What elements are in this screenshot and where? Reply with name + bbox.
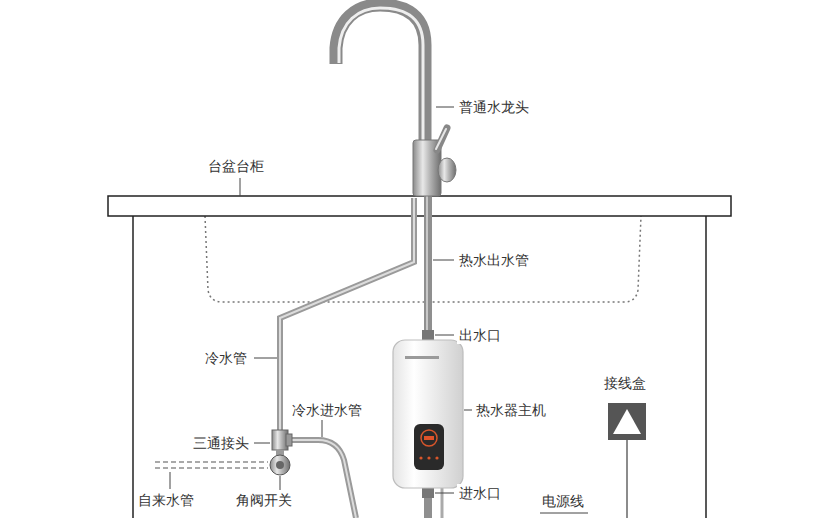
hot-pipe (424, 196, 432, 334)
faucet-neck (339, 8, 423, 145)
cold-inlet-pipe (284, 440, 356, 518)
part-label: 热水器主机 (474, 401, 548, 419)
part-label: 进水口 (457, 484, 503, 502)
display-digits (424, 436, 434, 440)
hot-pipe (426, 196, 428, 334)
heater-display (414, 424, 444, 470)
cabinet-side (705, 216, 707, 518)
part-label: 台盆台柜 (206, 157, 266, 175)
junction-box (608, 403, 646, 440)
inlet-pipe (424, 498, 432, 518)
part-label: 电源线 (540, 492, 586, 510)
part-label: 三通接头 (191, 434, 251, 452)
cold-inlet-pipe (284, 440, 356, 518)
faucet-neck (336, 5, 425, 145)
part-label: 热水出水管 (457, 251, 531, 269)
angle-valve (270, 455, 290, 475)
heater-logo (405, 356, 439, 359)
part-label: 冷水管 (203, 349, 249, 367)
display-ring (421, 430, 437, 446)
part-label: 出水口 (457, 326, 503, 344)
part-label: 角阀开关 (234, 491, 294, 509)
part-label: 冷水进水管 (290, 401, 364, 419)
part-label: 自来水管 (136, 491, 196, 509)
faucet-handle (438, 158, 456, 182)
heater-body (393, 340, 463, 488)
faucet-lever (437, 128, 447, 150)
countertop (108, 196, 731, 216)
leader-lines (170, 107, 588, 513)
tap-water-pipe (155, 467, 268, 468)
faucet-lever (436, 129, 446, 149)
junction-symbol (613, 409, 641, 434)
part-label: 普通水龙头 (457, 98, 531, 116)
cabinet-side (132, 216, 134, 518)
sink-bowl (205, 216, 641, 302)
part-label: 接线盒 (602, 374, 648, 392)
power-cord (626, 440, 628, 518)
